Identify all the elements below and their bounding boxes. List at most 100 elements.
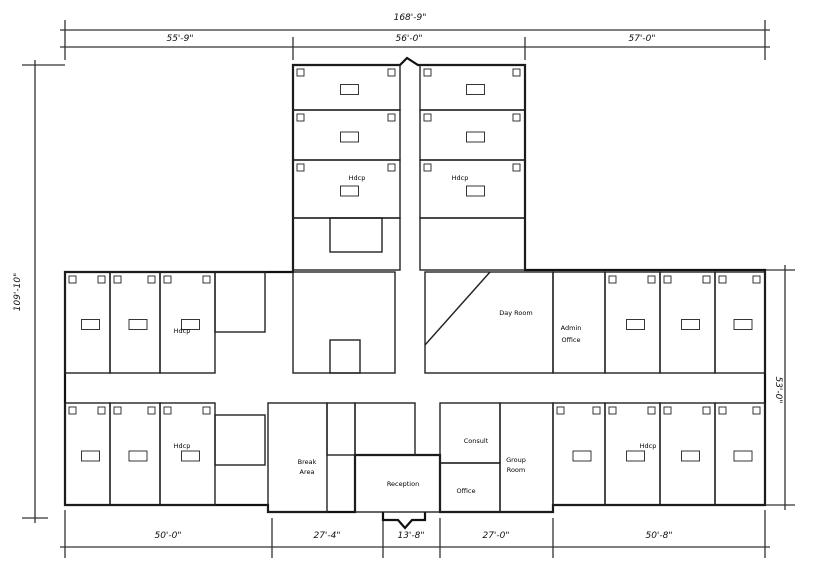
bed-icon	[340, 185, 359, 197]
sink-icon	[647, 406, 656, 415]
dim-top-1: 55'-9"	[166, 34, 193, 44]
reception-entry	[381, 512, 427, 530]
label-office: Office	[457, 487, 476, 495]
label-admin-office-1: Admin	[561, 324, 582, 332]
toilet-icon	[423, 163, 432, 172]
bed-icon	[733, 450, 753, 462]
toilet-icon	[663, 406, 672, 415]
label-day-room: Day Room	[499, 309, 532, 317]
room-wall	[326, 402, 356, 456]
bed-icon	[626, 319, 645, 330]
room-wall	[214, 414, 266, 466]
bed-icon	[340, 84, 359, 95]
label-break-area-1: Break	[298, 458, 317, 466]
toilet-icon	[608, 406, 617, 415]
sink-icon	[752, 275, 761, 284]
label-group-room-2: Room	[507, 466, 526, 474]
sink-icon	[512, 113, 521, 122]
toilet-icon	[163, 275, 172, 284]
dim-bottom-3: 13'-8"	[397, 531, 424, 541]
sink-icon	[97, 406, 106, 415]
toilet-icon	[423, 68, 432, 77]
bed-icon	[681, 450, 700, 462]
toilet-icon	[163, 406, 172, 415]
label-hdcp-west-upper: Hdcp	[174, 327, 191, 335]
bed-icon	[733, 319, 753, 330]
room-wall	[499, 402, 554, 513]
sink-icon	[147, 275, 156, 284]
room-wall	[329, 339, 361, 374]
bed-icon	[81, 450, 100, 462]
bed-icon	[128, 450, 148, 462]
dim-overall-width: 168'-9"	[394, 13, 427, 23]
toilet-icon	[663, 275, 672, 284]
day-room-diagonal-wall	[424, 271, 491, 346]
label-break-area-2: Area	[300, 468, 315, 476]
label-hdcp-east-lower: Hdcp	[640, 442, 657, 450]
sink-icon	[752, 406, 761, 415]
room-wall	[214, 271, 266, 333]
room-wall	[292, 271, 396, 374]
dim-bottom-4: 27'-0"	[482, 531, 509, 541]
label-hdcp-north-right: Hdcp	[452, 174, 469, 182]
toilet-icon	[113, 275, 122, 284]
bed-icon	[626, 450, 645, 462]
room-wall	[439, 402, 501, 464]
toilet-icon	[718, 275, 727, 284]
bed-icon	[181, 450, 200, 462]
room-wall	[419, 217, 526, 271]
room-wall	[552, 271, 606, 374]
bed-icon	[128, 319, 148, 330]
dim-bottom-2: 27'-4"	[313, 531, 340, 541]
dim-top-2: 56'-0"	[395, 34, 422, 44]
label-consult: Consult	[464, 437, 489, 445]
bed-icon	[466, 131, 485, 143]
room-wall	[424, 271, 554, 374]
label-hdcp-west-lower: Hdcp	[174, 442, 191, 450]
toilet-icon	[718, 406, 727, 415]
bed-icon	[572, 450, 592, 462]
room-wall	[292, 217, 401, 271]
toilet-icon	[113, 406, 122, 415]
dim-right-height: 53'-0"	[773, 376, 783, 403]
room-wall	[714, 271, 766, 374]
toilet-icon	[556, 406, 565, 415]
sink-icon	[387, 68, 396, 77]
bed-icon	[466, 84, 485, 95]
toilet-icon	[68, 275, 77, 284]
dim-bottom-5: 50'-8"	[645, 531, 672, 541]
dim-left-height: 109'-10"	[13, 273, 23, 312]
toilet-icon	[296, 113, 305, 122]
room-wall	[267, 402, 328, 513]
sink-icon	[97, 275, 106, 284]
sink-icon	[512, 68, 521, 77]
dim-top-3: 57'-0"	[628, 34, 655, 44]
sink-icon	[702, 406, 711, 415]
sink-icon	[647, 275, 656, 284]
sink-icon	[702, 275, 711, 284]
label-admin-office-2: Office	[562, 336, 581, 344]
bed-icon	[81, 319, 100, 330]
sink-icon	[592, 406, 601, 415]
sink-icon	[387, 163, 396, 172]
sink-icon	[202, 406, 211, 415]
dim-bottom-1: 50'-0"	[154, 531, 181, 541]
toilet-icon	[423, 113, 432, 122]
label-hdcp-north-left: Hdcp	[349, 174, 366, 182]
rooms	[64, 64, 766, 513]
sink-icon	[387, 113, 396, 122]
bed-icon	[681, 319, 700, 330]
bed-icon	[340, 131, 359, 143]
sink-icon	[202, 275, 211, 284]
sink-icon	[147, 406, 156, 415]
bed-icon	[466, 185, 485, 197]
toilet-icon	[68, 406, 77, 415]
dimension-lines	[22, 20, 795, 558]
bed-icon	[181, 319, 200, 330]
toilet-icon	[296, 163, 305, 172]
label-reception: Reception	[387, 480, 419, 488]
room-wall	[354, 402, 416, 456]
room-wall	[329, 217, 383, 253]
label-group-room-1: Group	[506, 456, 526, 464]
